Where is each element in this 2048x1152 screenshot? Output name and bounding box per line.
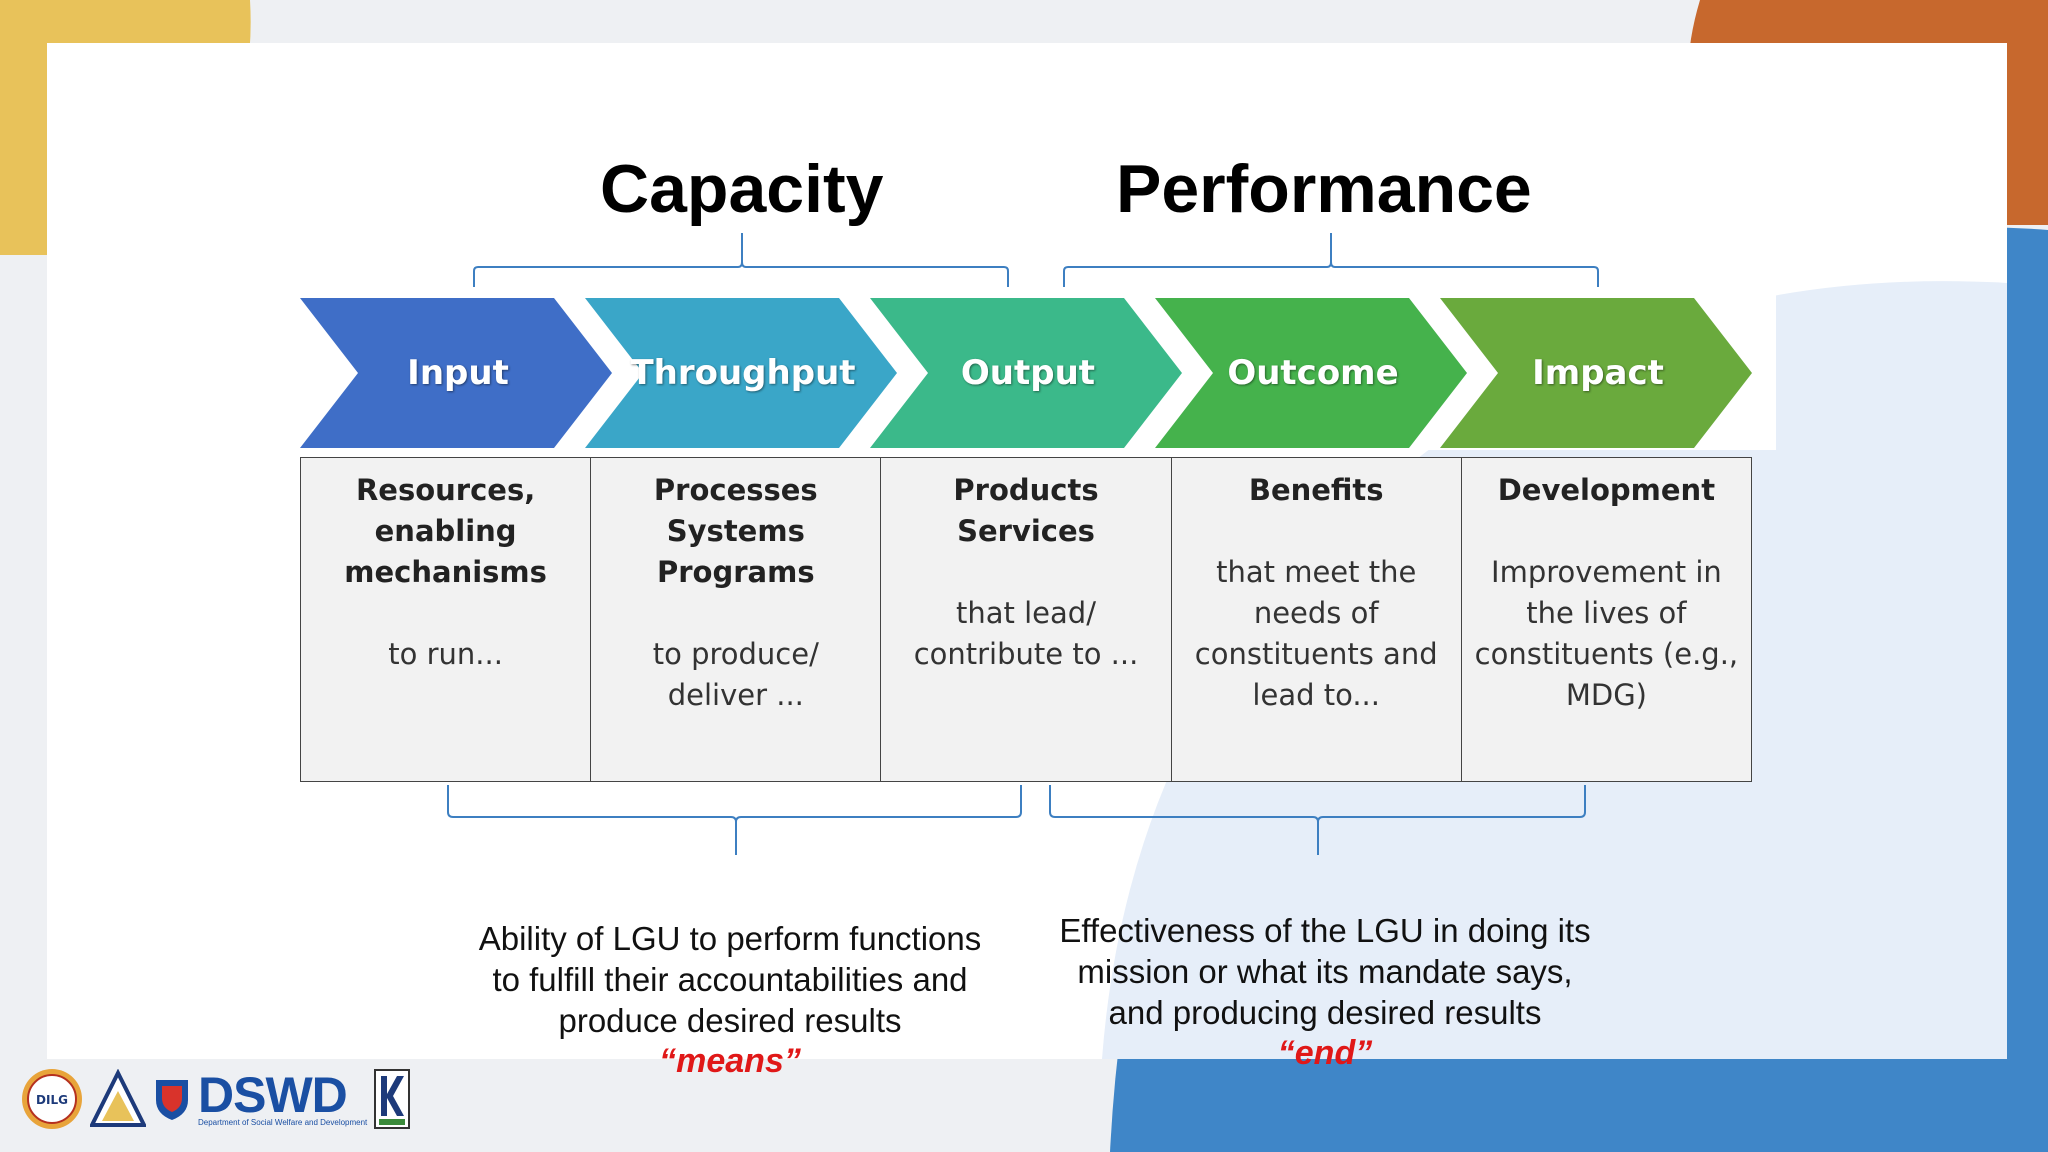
means-label: “means” — [659, 1042, 801, 1080]
box-description: that meet the needs of constituents and … — [1194, 555, 1438, 712]
chevron-label-output: Output — [960, 353, 1096, 393]
performance-heading: Performance — [1116, 151, 1532, 227]
dswd-logo-subtitle: Department of Social Welfare and Develop… — [198, 1117, 368, 1127]
box-description: to produce/ deliver ... — [652, 637, 819, 712]
triangle-logo — [90, 1069, 146, 1127]
box-title: Benefits — [1248, 473, 1384, 507]
chevron-label-throughput: Throughput — [630, 353, 856, 393]
chevron-impact — [1440, 298, 1752, 448]
capacity-heading: Capacity — [600, 151, 884, 227]
footer-logos: DILG DSWD Department of Social Welfare a… — [20, 1062, 411, 1136]
capacity-caption: Ability of LGU to perform functions to f… — [440, 877, 1020, 1123]
capacity-bracket — [473, 233, 1009, 287]
performance-caption-text: Effectiveness of the LGU in doing its mi… — [1059, 912, 1591, 1031]
chevron-output — [870, 298, 1182, 448]
chevron-label-impact: Impact — [1532, 353, 1664, 393]
chevron-input — [300, 298, 612, 448]
box-description: that lead/ contribute to ... — [913, 596, 1139, 671]
box-outcome: Benefits that meet the needs of constitu… — [1171, 458, 1462, 781]
end-label: “end” — [1277, 1034, 1373, 1072]
means-bracket — [447, 785, 1022, 855]
dilg-logo-text: DILG — [36, 1093, 68, 1107]
box-title: Processes Systems Programs — [653, 473, 818, 589]
chevron-outcome — [1155, 298, 1467, 448]
dswd-logo-text: DSWD — [198, 1066, 348, 1123]
chevron-label-input: Input — [407, 353, 509, 393]
box-title: Products Services — [953, 473, 1099, 548]
chevron-throughput — [585, 298, 897, 448]
dilg-seal-logo: DILG — [22, 1069, 82, 1129]
box-throughput: Processes Systems Programs to produce/ d… — [591, 458, 882, 781]
box-description: Improvement in the lives of constituents… — [1474, 555, 1739, 712]
box-input: Resources, enabling mechanisms to run... — [301, 458, 592, 781]
box-impact: Development Improvement in the lives of … — [1461, 458, 1752, 781]
performance-caption: Effectiveness of the LGU in doing its mi… — [1030, 869, 1620, 1115]
chevron-label-outcome: Outcome — [1227, 353, 1399, 393]
end-bracket — [1049, 785, 1586, 855]
kalahi-logo — [374, 1069, 411, 1129]
description-table: Resources, enabling mechanisms to run...… — [300, 457, 1752, 782]
capacity-caption-text: Ability of LGU to perform functions to f… — [478, 920, 982, 1039]
dswd-logo: DSWD Department of Social Welfare and De… — [198, 1066, 368, 1127]
performance-bracket — [1063, 233, 1599, 287]
box-description: to run... — [388, 637, 503, 671]
box-title: Resources, enabling mechanisms — [344, 473, 547, 589]
box-output: Products Services that lead/ contribute … — [881, 458, 1172, 781]
box-title: Development — [1497, 473, 1716, 507]
dswd-shield-icon — [156, 1080, 188, 1120]
